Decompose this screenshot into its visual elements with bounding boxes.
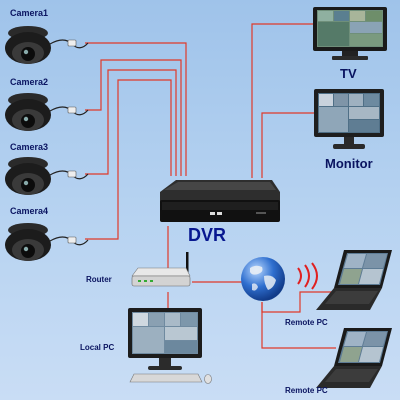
desktop-pc-icon — [128, 308, 212, 384]
dome-camera-icon — [5, 26, 89, 64]
camera4-label: Camera4 — [10, 206, 49, 216]
monitor-label: Monitor — [325, 156, 373, 171]
remote-pc-1-label: Remote PC — [285, 318, 328, 327]
laptop-icon — [316, 328, 392, 388]
router-icon — [131, 252, 191, 287]
camera1-label: Camera1 — [10, 8, 49, 18]
remote-pc-2-label: Remote PC — [285, 386, 328, 395]
dome-camera-icon — [5, 223, 89, 261]
tv-label: TV — [340, 66, 357, 81]
camera3-label: Camera3 — [10, 142, 49, 152]
wire-camera1-dvr — [85, 42, 187, 176]
laptop-icon — [316, 250, 392, 310]
wire-camera3-dvr — [85, 69, 177, 176]
wireless-signal-icon — [297, 262, 318, 290]
dvr-box-icon — [160, 180, 280, 222]
camera-wires — [85, 42, 187, 240]
wire-camera4-dvr — [85, 79, 172, 240]
dome-camera-icon — [5, 93, 89, 131]
globe-icon — [241, 257, 285, 301]
dvr-label: DVR — [188, 225, 227, 245]
local-pc-label: Local PC — [80, 343, 115, 352]
wire-dvr-tv — [251, 23, 314, 178]
dome-camera-icon — [5, 157, 89, 195]
wire-globe-remote2 — [261, 302, 336, 349]
camera2-label: Camera2 — [10, 77, 49, 87]
tv-icon — [313, 7, 387, 60]
monitor-icon — [314, 89, 384, 149]
wire-camera2-dvr — [85, 59, 182, 176]
router-label: Router — [86, 275, 112, 284]
wire-dvr-monitor — [261, 112, 314, 178]
